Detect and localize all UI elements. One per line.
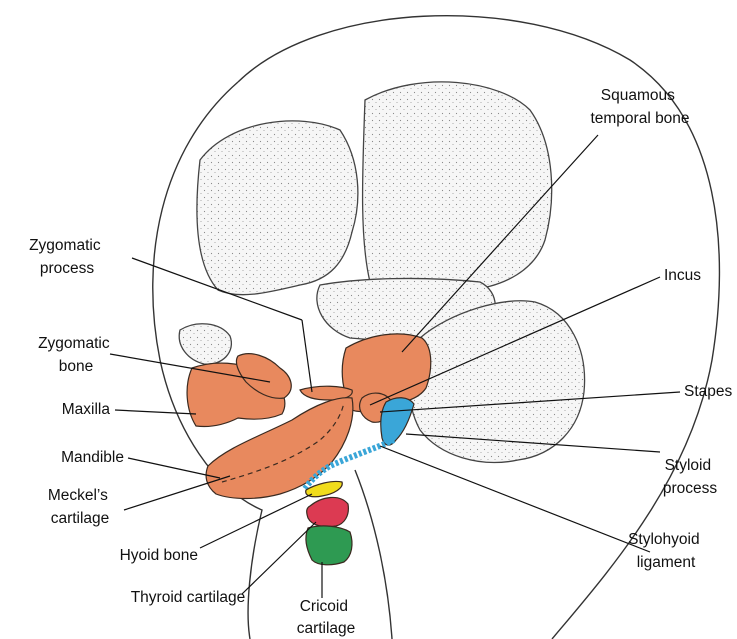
label-incus: Incus	[664, 267, 701, 284]
label-squamous-temporal-bone: Squamous temporal bone	[590, 87, 689, 127]
label-styloid-process: Styloid process	[663, 457, 718, 497]
leader-zygomatic-process-2	[302, 320, 312, 392]
label-cricoid-cartilage: Cricoid cartilage	[297, 598, 356, 637]
label-meckels-cartilage: Meckel’s cartilage	[48, 487, 112, 527]
thyroid-cartilage	[307, 497, 349, 526]
label-maxilla: Maxilla	[62, 401, 111, 418]
label-zygomatic-process: Zygomatic process	[29, 237, 105, 277]
leader-mandible	[128, 458, 220, 478]
leader-stylohyoid-ligament	[380, 446, 650, 552]
frontal-plate	[197, 121, 358, 295]
label-mandible: Mandible	[61, 449, 124, 466]
nasal-plate	[179, 324, 231, 364]
label-hyoid-bone: Hyoid bone	[120, 547, 198, 564]
styloid-process-bone	[381, 398, 414, 445]
label-stylohyoid-ligament: Stylohyoid ligament	[628, 531, 704, 571]
leader-maxilla	[115, 410, 196, 414]
label-stapes: Stapes	[684, 383, 733, 400]
cricoid-cartilage	[306, 526, 352, 565]
label-thyroid-cartilage: Thyroid cartilage	[131, 589, 246, 606]
neck-outline	[355, 470, 392, 639]
parietal-plate	[363, 82, 552, 291]
label-zygomatic-bone: Zygomatic bone	[38, 335, 114, 375]
